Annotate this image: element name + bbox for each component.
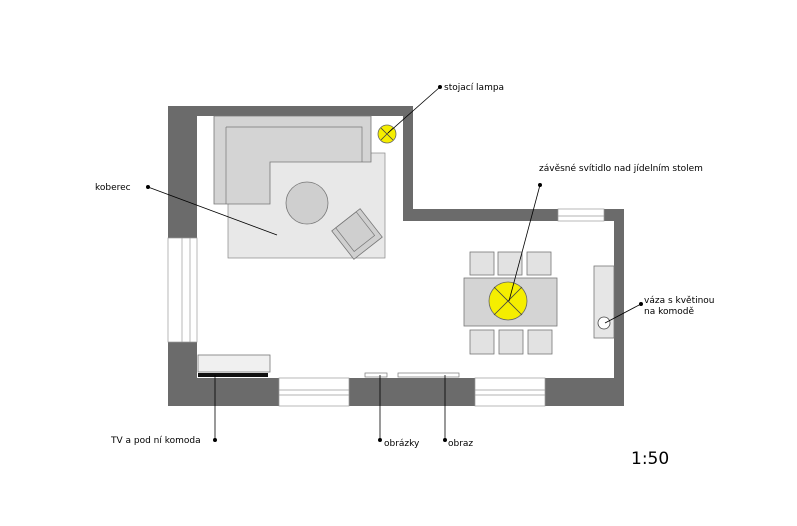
label-rug: koberec [95, 183, 131, 193]
label-vase: váza s květinou [644, 296, 715, 306]
coffee-table [285, 181, 329, 225]
windows [167, 208, 605, 407]
chair [498, 329, 524, 355]
label-pendant-light: závěsné svítidlo nad jídelním stolem [539, 163, 703, 174]
label-picture: obraz [448, 439, 473, 449]
chair [469, 251, 495, 276]
label-tv: TV a pod ní komoda [110, 436, 201, 446]
picture-small [364, 372, 388, 378]
armchair [331, 208, 383, 260]
window-top-right [557, 208, 605, 222]
window-bottom-right [474, 377, 546, 407]
window-left [167, 237, 198, 343]
chair [526, 251, 552, 276]
chair [469, 329, 495, 355]
tv [198, 373, 268, 377]
label-floor-lamp: stojací lampa [444, 83, 504, 93]
vase [597, 316, 611, 330]
chair [527, 329, 553, 355]
floor-lamp [377, 124, 397, 144]
scale-label: 1:50 [631, 449, 669, 469]
picture-large [397, 372, 460, 378]
leader-lines [145, 85, 644, 442]
chair [497, 251, 523, 276]
sofa [213, 115, 372, 205]
label-vase-line2: na komodě [644, 307, 694, 317]
label-pictures: obrázky [384, 439, 420, 449]
tv-cabinet [197, 354, 271, 373]
window-bottom-left [278, 377, 350, 407]
sofa-seat [225, 126, 363, 204]
pendant-light [488, 281, 528, 321]
